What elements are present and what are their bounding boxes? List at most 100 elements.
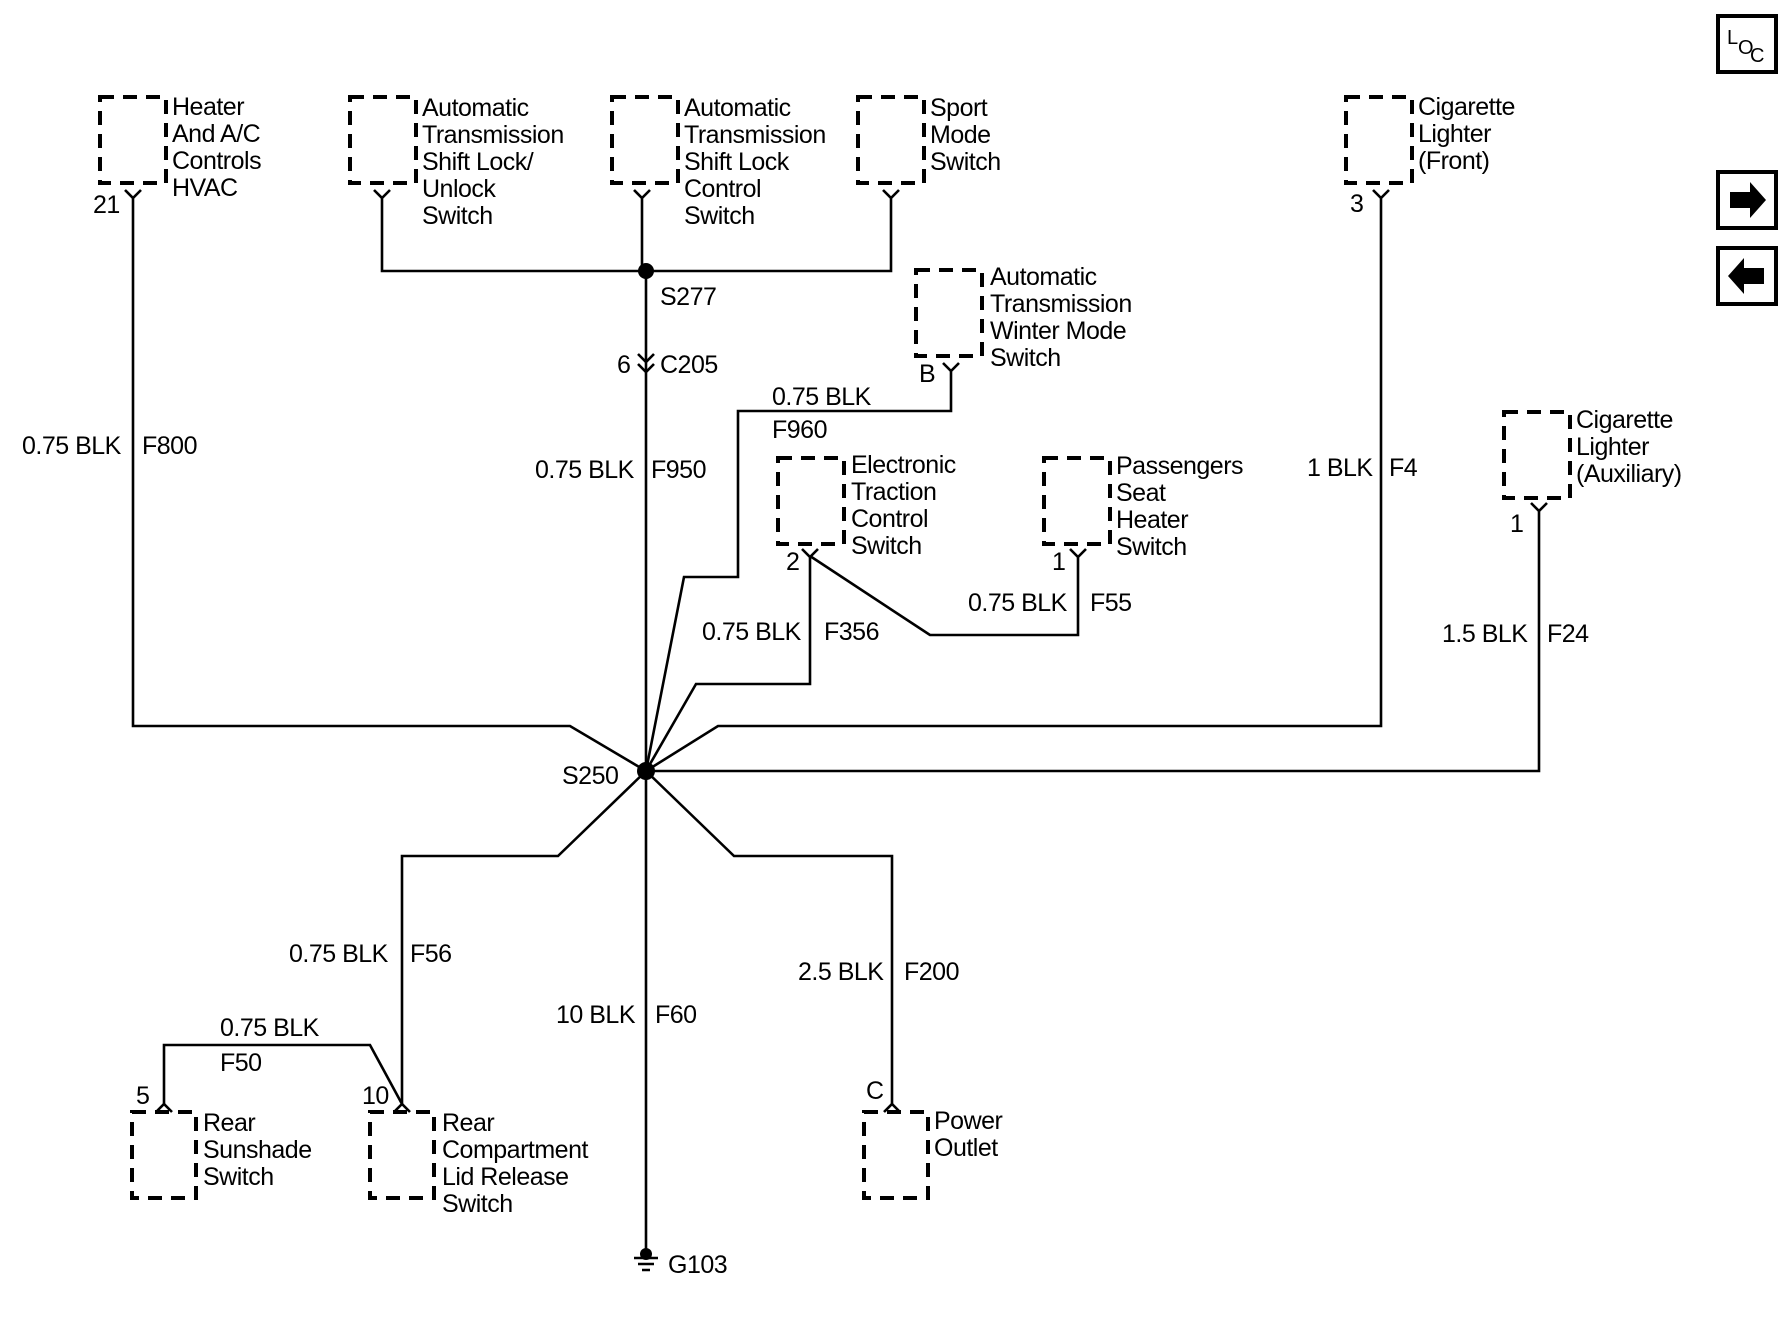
pin-hvac: 21 xyxy=(93,191,120,219)
svg-text:Heater: Heater xyxy=(172,93,244,121)
splice-s250: S250 xyxy=(562,762,655,790)
svg-text:Switch: Switch xyxy=(990,344,1061,372)
wire-f24-gauge: 1.5 BLK xyxy=(1442,620,1528,648)
svg-text:And A/C: And A/C xyxy=(172,120,261,148)
svg-text:Winter Mode: Winter Mode xyxy=(990,317,1126,345)
pin-labels: 21 3 B 2 1 1 5 10 C xyxy=(93,190,1524,1110)
wire-f356-gauge: 0.75 BLK xyxy=(702,618,802,646)
component-rear-compartment-lid-release-switch: Rear Compartment Lid Release Switch xyxy=(368,1109,589,1218)
location-letter-o: O xyxy=(1738,37,1754,59)
svg-text:Rear: Rear xyxy=(442,1109,494,1137)
pin-terminals xyxy=(124,189,1548,1113)
svg-text:Lighter: Lighter xyxy=(1418,120,1491,148)
location-letter-c: C xyxy=(1750,45,1764,67)
wire-f200-gauge: 2.5 BLK xyxy=(798,958,884,986)
svg-text:Shift Lock/: Shift Lock/ xyxy=(422,148,534,176)
wire-f960-gauge: 0.75 BLK xyxy=(772,383,872,411)
svg-text:Switch: Switch xyxy=(684,202,755,230)
svg-text:Traction: Traction xyxy=(851,478,936,506)
svg-text:Switch: Switch xyxy=(930,148,1001,176)
svg-text:S277: S277 xyxy=(660,283,716,311)
wires xyxy=(131,206,1541,1252)
wire-f56-circuit: F56 xyxy=(410,940,452,968)
pin-cig-aux: 1 xyxy=(1510,510,1523,538)
wire-f55-circuit: F55 xyxy=(1090,589,1132,617)
wire-labels: 0.75 BLK F800 0.75 BLK F950 0.75 BLK F96… xyxy=(22,383,1590,1077)
pin-c205: 6 xyxy=(617,351,630,379)
svg-text:Automatic: Automatic xyxy=(990,263,1097,291)
wire-f800-circuit: F800 xyxy=(142,432,197,460)
svg-text:(Auxiliary): (Auxiliary) xyxy=(1576,460,1682,488)
wire-f55-gauge: 0.75 BLK xyxy=(968,589,1068,617)
svg-text:Switch: Switch xyxy=(851,532,922,560)
svg-text:S250: S250 xyxy=(562,762,618,790)
component-shift-lock-unlock-switch: Automatic Transmission Shift Lock/ Unloc… xyxy=(348,94,564,230)
svg-text:Lighter: Lighter xyxy=(1576,433,1649,461)
svg-text:Switch: Switch xyxy=(203,1163,274,1191)
wire-f200-circuit: F200 xyxy=(904,958,959,986)
svg-text:Electronic: Electronic xyxy=(851,451,956,479)
svg-text:Cigarette: Cigarette xyxy=(1576,406,1673,434)
svg-text:Automatic: Automatic xyxy=(422,94,529,122)
pin-power-outlet: C xyxy=(866,1077,884,1105)
wire-f24-circuit: F24 xyxy=(1547,620,1589,648)
svg-text:Switch: Switch xyxy=(422,202,493,230)
wire-f50-gauge: 0.75 BLK xyxy=(220,1014,320,1042)
wire-f950-gauge: 0.75 BLK xyxy=(535,456,635,484)
connector-label: C205 xyxy=(660,351,718,379)
svg-text:Controls: Controls xyxy=(172,147,261,175)
svg-text:Shift Lock: Shift Lock xyxy=(684,148,790,176)
wire-f950-circuit: F950 xyxy=(651,456,706,484)
svg-text:Compartment: Compartment xyxy=(442,1136,588,1164)
svg-text:Outlet: Outlet xyxy=(934,1134,998,1162)
svg-text:Transmission: Transmission xyxy=(422,121,564,149)
svg-text:Lid Release: Lid Release xyxy=(442,1163,569,1191)
pin-lid-release: 10 xyxy=(362,1082,389,1110)
ground-g103: G103 xyxy=(634,1248,728,1279)
location-letter-l: L xyxy=(1727,27,1738,49)
next-page-button[interactable] xyxy=(1716,170,1778,230)
svg-text:Sunshade: Sunshade xyxy=(203,1136,312,1164)
pin-seat-heater: 1 xyxy=(1052,548,1065,576)
svg-text:Switch: Switch xyxy=(1116,533,1187,561)
svg-text:Control: Control xyxy=(684,175,761,203)
wire-f4-circuit: F4 xyxy=(1389,454,1418,482)
svg-text:Unlock: Unlock xyxy=(422,175,496,203)
component-cigarette-lighter-front: Cigarette Lighter (Front) xyxy=(1344,93,1515,185)
pin-sunshade: 5 xyxy=(136,1082,149,1110)
pin-cig-front: 3 xyxy=(1350,190,1363,218)
pin-traction: 2 xyxy=(786,548,799,576)
svg-text:G103: G103 xyxy=(668,1251,727,1279)
component-shift-lock-control-switch: Automatic Transmission Shift Lock Contro… xyxy=(610,94,826,230)
wire-f800-gauge: 0.75 BLK xyxy=(22,432,122,460)
svg-text:HVAC: HVAC xyxy=(172,174,238,202)
svg-text:Automatic: Automatic xyxy=(684,94,791,122)
previous-page-button[interactable] xyxy=(1716,246,1778,306)
svg-text:Seat: Seat xyxy=(1116,479,1166,507)
svg-text:Control: Control xyxy=(851,505,928,533)
svg-text:(Front): (Front) xyxy=(1418,147,1490,175)
svg-text:Switch: Switch xyxy=(442,1190,513,1218)
svg-text:Transmission: Transmission xyxy=(684,121,826,149)
wire-f960-circuit: F960 xyxy=(772,416,827,444)
component-rear-sunshade-switch: Rear Sunshade Switch xyxy=(130,1109,312,1200)
arrow-left-icon xyxy=(1728,258,1764,294)
component-hvac: Heater And A/C Controls HVAC xyxy=(98,93,262,202)
wire-f356-circuit: F356 xyxy=(824,618,879,646)
svg-text:Passengers: Passengers xyxy=(1116,452,1243,480)
wire-f50-circuit: F50 xyxy=(220,1049,262,1077)
svg-text:Sport: Sport xyxy=(930,94,988,122)
svg-text:Rear: Rear xyxy=(203,1109,255,1137)
connector-c205: 6 C205 xyxy=(617,351,718,379)
component-traction-control-switch: Electronic Traction Control Switch xyxy=(776,451,956,560)
location-button[interactable]: L O C xyxy=(1716,14,1778,74)
svg-text:Mode: Mode xyxy=(930,121,991,149)
wire-f60-circuit: F60 xyxy=(655,1001,697,1029)
svg-text:Heater: Heater xyxy=(1116,506,1188,534)
svg-text:Cigarette: Cigarette xyxy=(1418,93,1515,121)
component-sport-mode-switch: Sport Mode Switch xyxy=(856,94,1001,185)
svg-text:Power: Power xyxy=(934,1107,1003,1135)
arrow-right-icon xyxy=(1730,182,1766,218)
svg-text:Transmission: Transmission xyxy=(990,290,1132,318)
